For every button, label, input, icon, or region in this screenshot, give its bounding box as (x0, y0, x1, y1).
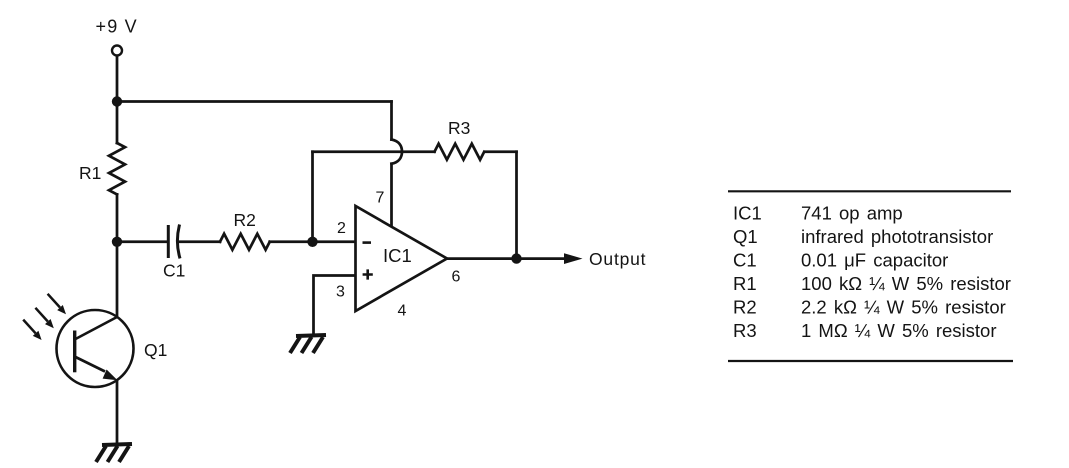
svg-text:infrared phototransistor: infrared phototransistor (801, 226, 993, 247)
svg-text:R1: R1 (79, 163, 101, 183)
svg-text:6: 6 (452, 269, 461, 286)
svg-text:100 kΩ ¼ W 5% resistor: 100 kΩ ¼ W 5% resistor (801, 273, 1011, 294)
svg-text:C1: C1 (163, 261, 185, 281)
svg-text:R2: R2 (733, 297, 757, 318)
svg-text:7: 7 (376, 190, 385, 207)
svg-text:0.01 μF capacitor: 0.01 μF capacitor (801, 250, 948, 271)
svg-text:IC1: IC1 (733, 203, 762, 224)
svg-text:C1: C1 (733, 250, 757, 271)
svg-text:Q1: Q1 (144, 340, 167, 360)
svg-text:R2: R2 (234, 210, 256, 230)
svg-text:2.2 kΩ ¼ W 5% resistor: 2.2 kΩ ¼ W 5% resistor (801, 297, 1006, 318)
svg-text:4: 4 (398, 303, 407, 320)
svg-text:Output: Output (589, 249, 646, 269)
svg-text:1 MΩ ¼ W 5% resistor: 1 MΩ ¼ W 5% resistor (801, 320, 997, 341)
svg-text:R3: R3 (733, 320, 757, 341)
svg-text:2: 2 (337, 220, 346, 237)
svg-text:Q1: Q1 (733, 226, 758, 247)
svg-text:R3: R3 (448, 118, 470, 138)
svg-text:R1: R1 (733, 273, 757, 294)
svg-text:741 op amp: 741 op amp (801, 203, 903, 224)
svg-text:3: 3 (336, 284, 345, 301)
svg-text:IC1: IC1 (383, 245, 412, 266)
svg-text:+9 V: +9 V (96, 17, 138, 37)
